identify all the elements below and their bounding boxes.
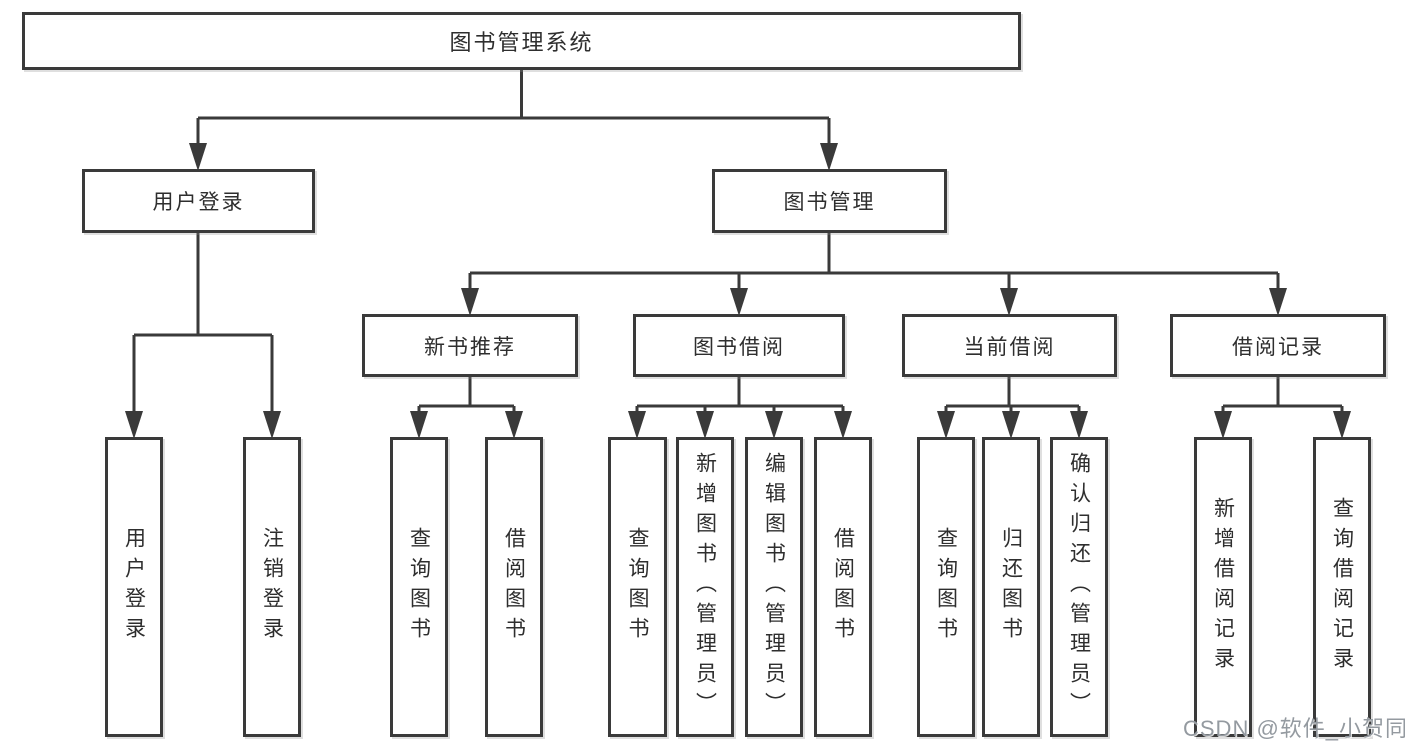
group-new-book-recommend: 新书推荐 xyxy=(362,314,578,377)
leaf-current-query-books-label: 查询图书 xyxy=(934,527,958,647)
root-node-library-system: 图书管理系统 xyxy=(22,12,1021,70)
leaf-confirm-return-admin: 确认归还（管理员） xyxy=(1050,437,1108,737)
leaf-recommend-borrow-books-label: 借阅图书 xyxy=(502,527,526,647)
leaf-current-query-books: 查询图书 xyxy=(917,437,975,737)
csdn-watermark: CSDN @软件_小贺同学 xyxy=(1183,716,1405,741)
group-borrow-records-label: 借阅记录 xyxy=(1232,335,1324,359)
branch-user-login: 用户登录 xyxy=(82,169,315,233)
leaf-edit-books-admin: 编辑图书（管理员） xyxy=(745,437,803,737)
group-borrow-records: 借阅记录 xyxy=(1170,314,1386,377)
leaf-return-books: 归还图书 xyxy=(982,437,1040,737)
group-current-borrow-label: 当前借阅 xyxy=(963,335,1056,359)
group-book-borrow: 图书借阅 xyxy=(633,314,845,377)
group-current-borrow: 当前借阅 xyxy=(902,314,1117,377)
leaf-edit-books-admin-label: 编辑图书（管理员） xyxy=(762,452,786,722)
leaf-recommend-query-books: 查询图书 xyxy=(390,437,448,737)
leaf-add-borrow-record-label: 新增借阅记录 xyxy=(1211,497,1235,677)
leaf-query-borrow-record-label: 查询借阅记录 xyxy=(1330,497,1354,677)
leaf-borrow-books: 借阅图书 xyxy=(814,437,872,737)
leaf-add-books-admin-label: 新增图书（管理员） xyxy=(693,452,717,722)
leaf-borrow-books-label: 借阅图书 xyxy=(831,527,855,647)
branch-book-management: 图书管理 xyxy=(712,169,947,233)
leaf-user-login: 用户登录 xyxy=(105,437,163,737)
root-node-label: 图书管理系统 xyxy=(449,30,594,55)
leaf-logout: 注销登录 xyxy=(243,437,301,737)
leaf-logout-label: 注销登录 xyxy=(260,527,284,647)
leaf-recommend-query-books-label: 查询图书 xyxy=(407,527,431,647)
leaf-recommend-borrow-books: 借阅图书 xyxy=(485,437,543,737)
leaf-borrow-query-books: 查询图书 xyxy=(608,437,667,737)
branch-book-management-label: 图书管理 xyxy=(783,191,876,214)
group-book-borrow-label: 图书借阅 xyxy=(693,335,785,359)
leaf-confirm-return-admin-label: 确认归还（管理员） xyxy=(1067,452,1091,722)
leaf-add-borrow-record: 新增借阅记录 xyxy=(1194,437,1252,737)
leaf-query-borrow-record: 查询借阅记录 xyxy=(1313,437,1371,737)
leaf-add-books-admin: 新增图书（管理员） xyxy=(676,437,734,737)
leaf-user-login-label: 用户登录 xyxy=(122,527,146,647)
branch-user-login-label: 用户登录 xyxy=(152,191,245,214)
leaf-borrow-query-books-label: 查询图书 xyxy=(626,527,649,647)
group-new-book-recommend-label: 新书推荐 xyxy=(424,335,516,359)
leaf-return-books-label: 归还图书 xyxy=(999,527,1023,647)
